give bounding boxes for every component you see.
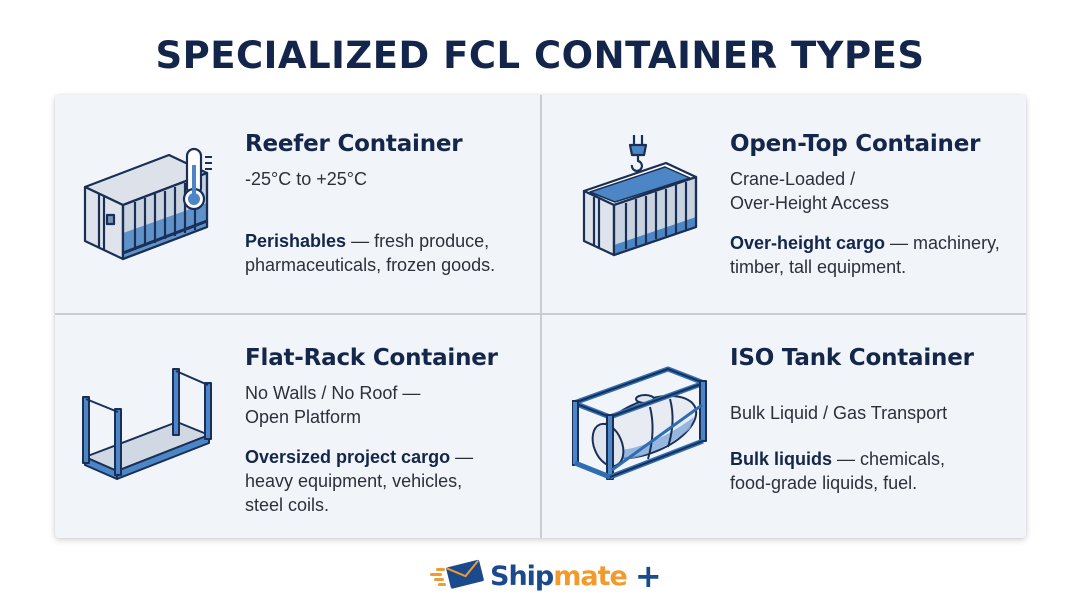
container-subtitle: Crane-Loaded / Over-Height Access: [730, 167, 1020, 215]
cargo-examples: — machinery, timber, tall equipment.: [730, 233, 1000, 277]
cargo-examples: — chemicals, food-grade liquids, fuel.: [730, 449, 946, 493]
flat-rack-container-icon: [77, 367, 217, 487]
subtitle-line: Open Platform: [245, 407, 362, 427]
brand-name-mate: mate: [553, 560, 628, 592]
container-title: ISO Tank Container: [730, 345, 974, 371]
subtitle-line: -25°C to +25°C: [245, 169, 367, 189]
subtitle-line: Crane-Loaded /: [730, 169, 856, 189]
speeding-envelope-icon: [430, 559, 486, 594]
cargo-type: Perishables: [245, 231, 347, 251]
iso-tank-container-cell: ISO Tank Container Bulk Liquid / Gas Tra…: [542, 315, 1027, 535]
container-types-panel: Reefer Container -25°C to +25°C Perishab…: [55, 95, 1026, 538]
cargo-type: Oversized project cargo: [245, 447, 451, 467]
reefer-container-thermometer-icon: [77, 147, 222, 267]
container-description: Perishables — fresh produce, pharmaceuti…: [245, 229, 525, 277]
brand-name-ship: Ship: [490, 560, 554, 592]
subtitle-line: Over-Height Access: [730, 193, 890, 213]
container-title: Flat-Rack Container: [245, 345, 498, 371]
vertical-divider: [540, 95, 542, 538]
container-title: Open-Top Container: [730, 131, 981, 157]
cargo-type: Over-height cargo: [730, 233, 886, 253]
brand-name: Shipmate: [490, 560, 628, 592]
cargo-type: Bulk liquids: [730, 449, 833, 469]
reefer-container-cell: Reefer Container -25°C to +25°C Perishab…: [55, 95, 540, 315]
flat-rack-container-cell: Flat-Rack Container No Walls / No Roof —…: [55, 315, 540, 535]
page-title: SPECIALIZED FCL CONTAINER TYPES: [155, 34, 925, 77]
open-top-container-cell: Open-Top Container Crane-Loaded / Over-H…: [542, 95, 1027, 315]
iso-tank-container-icon: [571, 365, 707, 485]
container-subtitle: No Walls / No Roof — Open Platform: [245, 381, 498, 429]
cargo-examples: — fresh produce, pharmaceuticals, frozen…: [245, 231, 496, 275]
horizontal-divider: [55, 313, 1026, 315]
container-title: Reefer Container: [245, 131, 463, 157]
brand-plus: +: [634, 557, 662, 595]
container-description: Oversized project cargo — heavy equipmen…: [245, 445, 495, 517]
container-subtitle: -25°C to +25°C: [245, 167, 525, 191]
subtitle-line: Bulk Liquid / Gas Transport: [730, 403, 948, 423]
brand-logo: Shipmate +: [430, 556, 662, 596]
container-description: Bulk liquids — chemicals, food-grade liq…: [730, 447, 980, 495]
container-description: Over-height cargo — machinery, timber, t…: [730, 231, 1020, 279]
cargo-examples: — heavy equipment, vehicles, steel coils…: [245, 447, 474, 515]
container-subtitle: Bulk Liquid / Gas Transport: [730, 401, 980, 425]
open-top-container-crane-hook-icon: [578, 133, 703, 273]
subtitle-line: No Walls / No Roof —: [245, 383, 421, 403]
